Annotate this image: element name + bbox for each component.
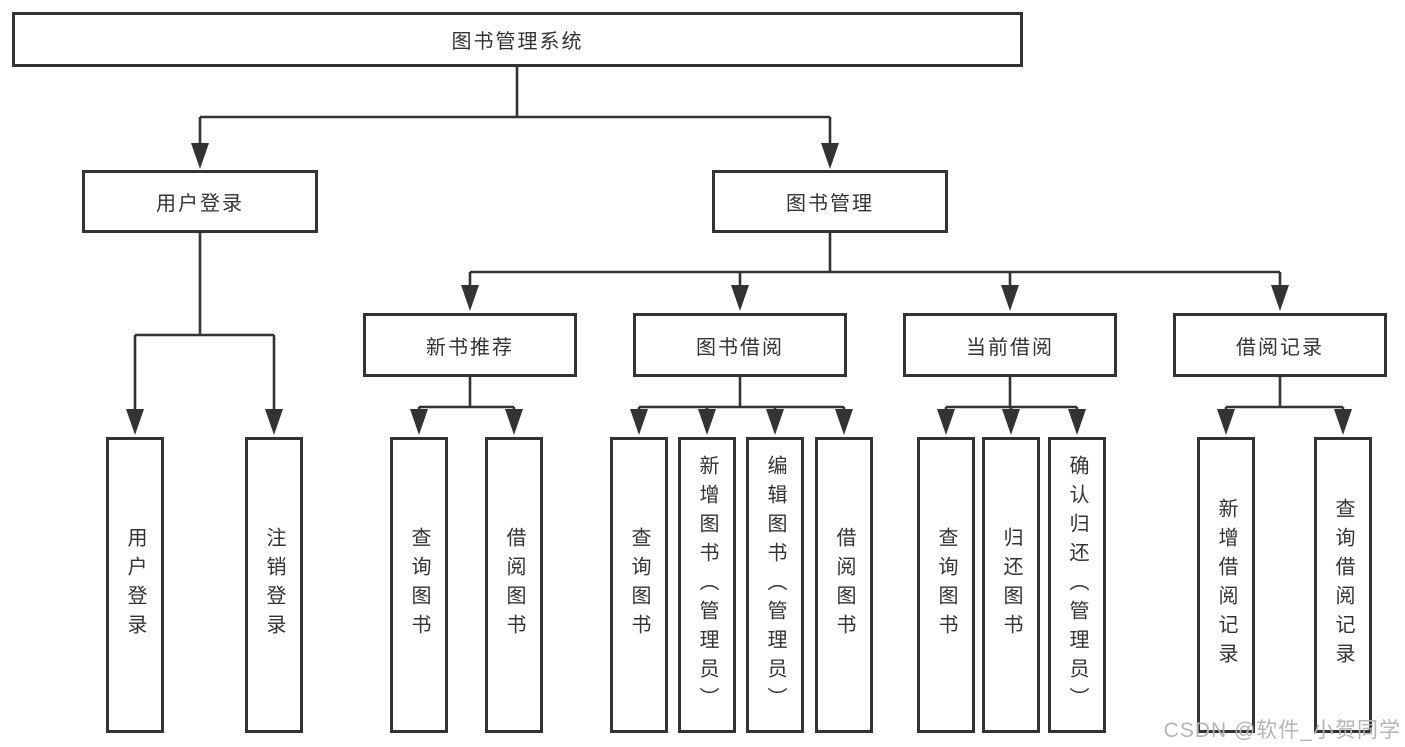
- leaf-borrow-books-2-label: 借阅图书: [833, 527, 855, 643]
- csdn-watermark: CSDN @软件_小贺同学: [1163, 719, 1401, 742]
- leaf-return-books-label: 归还图书: [1000, 527, 1022, 643]
- leaf-add-borrow-record: 新增借阅记录: [1197, 437, 1255, 733]
- node-book-management-label: 图书管理: [786, 193, 874, 215]
- node-borrowing-records-label: 借阅记录: [1236, 336, 1324, 359]
- leaf-add-books-admin-label: 新增图书（管理员）: [696, 454, 718, 716]
- leaf-edit-books-admin-label: 编辑图书（管理员）: [764, 454, 786, 716]
- node-user-login-label: 用户登录: [156, 193, 244, 215]
- leaf-query-books-2: 查询图书: [610, 437, 668, 733]
- leaf-borrow-books-1: 借阅图书: [485, 437, 543, 733]
- node-current-borrowing: 当前借阅: [903, 313, 1117, 377]
- node-root-system: 图书管理系统: [12, 12, 1023, 67]
- leaf-query-books-1-label: 查询图书: [408, 527, 430, 643]
- node-book-management: 图书管理: [712, 170, 948, 233]
- leaf-query-books-3: 查询图书: [917, 437, 975, 733]
- leaf-query-borrow-record: 查询借阅记录: [1314, 437, 1372, 733]
- leaf-borrow-books-1-label: 借阅图书: [503, 527, 525, 643]
- leaf-logout-label: 注销登录: [263, 527, 285, 643]
- leaf-logout: 注销登录: [245, 437, 303, 733]
- node-book-borrowing: 图书借阅: [633, 313, 847, 377]
- node-new-book-recommend: 新书推荐: [363, 313, 577, 377]
- leaf-query-books-2-label: 查询图书: [628, 527, 650, 643]
- leaf-query-books-1: 查询图书: [390, 437, 448, 733]
- leaf-borrow-books-2: 借阅图书: [815, 437, 873, 733]
- leaf-return-books: 归还图书: [982, 437, 1040, 733]
- node-current-borrowing-label: 当前借阅: [966, 336, 1054, 359]
- arrowheads: [126, 143, 1352, 435]
- leaf-confirm-return-admin: 确认归还（管理员）: [1048, 437, 1106, 733]
- node-borrowing-records: 借阅记录: [1173, 313, 1387, 377]
- leaf-query-books-3-label: 查询图书: [935, 527, 957, 643]
- leaf-confirm-return-admin-label: 确认归还（管理员）: [1066, 454, 1088, 716]
- leaf-query-borrow-record-label: 查询借阅记录: [1332, 498, 1354, 672]
- leaf-user-login-label: 用户登录: [124, 527, 146, 643]
- leaf-user-login: 用户登录: [106, 437, 164, 733]
- node-root-label: 图书管理系统: [451, 31, 584, 53]
- leaf-add-borrow-record-label: 新增借阅记录: [1215, 498, 1237, 672]
- node-new-book-recommend-label: 新书推荐: [426, 336, 514, 359]
- leaf-edit-books-admin: 编辑图书（管理员）: [746, 437, 804, 733]
- node-user-login: 用户登录: [82, 170, 318, 233]
- node-book-borrowing-label: 图书借阅: [696, 336, 784, 359]
- leaf-add-books-admin: 新增图书（管理员）: [678, 437, 736, 733]
